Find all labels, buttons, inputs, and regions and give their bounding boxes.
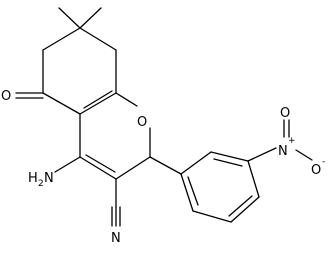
bond-methyl-b — [79, 7, 102, 29]
bond-ring-c7-c6 — [42, 27, 81, 51]
bond-ph-4 — [230, 196, 260, 223]
bond-c2-phenyl — [149, 156, 182, 175]
bond-ph-2 — [210, 151, 249, 162]
bond-ring-c5-c4a — [42, 92, 81, 115]
bond-ph-5 — [192, 210, 232, 223]
nitrile-n-label: N — [111, 231, 121, 246]
bond-ph-6 — [180, 173, 194, 212]
nitro-plus-label: + — [288, 136, 296, 146]
nitro-o-minus-label: O — [311, 163, 321, 178]
bond-fused-b — [83, 90, 113, 109]
bond-ph-inner-1 — [213, 158, 243, 167]
ring-oxygen-label: O — [137, 115, 147, 130]
bond-ph-1 — [180, 151, 212, 175]
amino-subscript: 2 — [38, 179, 44, 189]
bond-c3-c2 — [115, 156, 151, 180]
bond-ph-nitro — [247, 147, 277, 162]
bond-c8a-o1 — [115, 92, 138, 107]
amino-n-label: N — [44, 171, 54, 186]
amino-h-label: H — [28, 171, 38, 186]
nitro-o-top-label: O — [280, 106, 290, 121]
bond-ring-c7-c8 — [79, 27, 117, 51]
oxo-oxygen-label: O — [1, 89, 11, 104]
bond-ph-inner-2 — [228, 195, 253, 217]
nitro-minus-label: - — [322, 157, 325, 167]
bond-c4-c3-a — [79, 156, 117, 180]
bond-nitro-o-minus — [295, 149, 313, 161]
bond-ph-3 — [247, 160, 260, 198]
bond-c4-nh2 — [54, 156, 81, 173]
bond-c4-c3-b — [85, 154, 116, 173]
nitro-n-label: N — [278, 144, 288, 159]
bond-methyl-a — [58, 7, 81, 29]
bond-ph-inner-3 — [187, 176, 199, 206]
bond-fused-a — [79, 92, 117, 115]
